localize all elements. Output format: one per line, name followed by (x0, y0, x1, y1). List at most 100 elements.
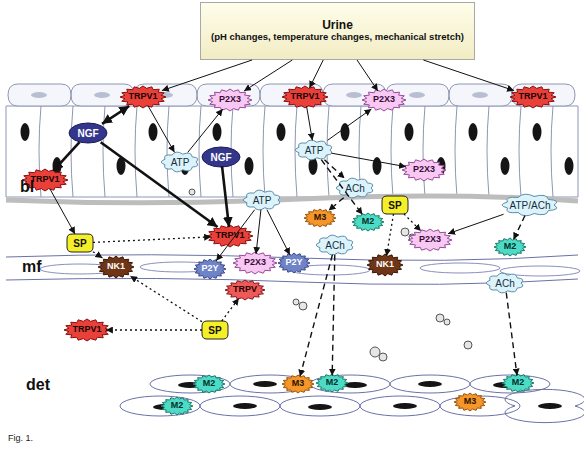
signal-arrow (357, 60, 378, 91)
node-shape (408, 229, 452, 251)
signal-arrow (387, 214, 394, 256)
signal-arrow (328, 109, 372, 140)
receptor-star: P2Y (278, 253, 310, 273)
receptor-star: NK1 (98, 256, 134, 278)
signal-arrow (93, 237, 211, 243)
node-label: P2X3 (373, 95, 395, 105)
node-label: ATP/ACh (510, 200, 551, 211)
node-shape (202, 321, 228, 339)
receptor-star: TRPV1 (207, 225, 253, 247)
node-shape (502, 374, 534, 392)
receptor-star: P2X3 (208, 89, 252, 111)
transmitter-cloud: ACh (335, 177, 375, 199)
node-shape (208, 89, 252, 111)
node-shape (98, 256, 134, 278)
signal-arrow (514, 216, 525, 240)
signal-arrow (300, 255, 332, 377)
node-label: M3 (314, 213, 327, 223)
vesicle (299, 302, 307, 310)
node-shape (336, 178, 373, 198)
node-body: (pH changes, temperature changes, mechan… (211, 32, 464, 42)
signal-arrow (324, 160, 344, 179)
vesicle (401, 228, 409, 236)
layer-label: mf (22, 258, 42, 276)
node-shape (202, 147, 240, 167)
vesicle (464, 341, 472, 349)
node-label: NK1 (376, 260, 394, 270)
signal-arrow (423, 60, 514, 91)
node-label: NGF (77, 128, 98, 139)
node-shape (304, 209, 336, 227)
growth-factor-oval: NGF (69, 123, 107, 143)
node-label: TRPV1 (290, 92, 319, 102)
figure-caption: Fig. 1. (8, 433, 33, 443)
vesicle (436, 314, 444, 322)
signal-arrow (332, 153, 406, 167)
vesicle (444, 319, 450, 325)
node-label: P2X3 (244, 258, 266, 268)
node-shape (486, 273, 523, 293)
receptor-star: P2X3 (408, 229, 452, 251)
signal-arrow (162, 60, 252, 91)
receptor-star: P2X3 (402, 159, 446, 181)
stimulus-box: Urine(pH changes, temperature changes, m… (200, 2, 475, 60)
node-label: TRPV (233, 285, 257, 295)
node-label: NGF (210, 152, 231, 163)
node-label: M2 (326, 378, 339, 388)
node-shape (382, 196, 408, 214)
vesicle (370, 347, 380, 357)
node-shape (316, 374, 348, 392)
node-label: TRPV1 (72, 325, 101, 335)
node-shape (193, 375, 225, 393)
node-label: P2Y (285, 258, 302, 268)
node-shape (282, 375, 314, 393)
receptor-star: M2 (161, 397, 193, 415)
urothelial-nuclei (21, 123, 574, 175)
node-label: P2X3 (219, 95, 241, 105)
node-label: TRPV1 (215, 231, 244, 241)
node-label: ACh (345, 183, 364, 194)
transmitter-cloud: ACh (485, 272, 525, 294)
transmitter-cloud: ATP (242, 189, 282, 211)
node-shape (225, 280, 265, 300)
node-label: Urine (322, 19, 353, 32)
node-shape (352, 213, 384, 231)
signal-arrow (101, 142, 218, 227)
signal-arrow (329, 198, 344, 211)
receptor-star: M2 (502, 374, 534, 392)
receptor-star: M3 (304, 209, 336, 227)
node-label: ACh (495, 278, 514, 289)
node-label: SP (388, 200, 401, 211)
receptor-star: TRPV1 (64, 319, 110, 341)
signal-arrow (309, 60, 323, 88)
node-shape (67, 234, 93, 252)
receptor-star: P2Y (194, 259, 226, 279)
signal-arrow (332, 255, 335, 376)
basement-membrane (6, 196, 578, 203)
layer-label: det (26, 376, 50, 394)
node-shape (161, 152, 198, 172)
node-label: TRPV1 (518, 92, 547, 102)
node-label: M2 (512, 378, 525, 388)
node-shape (278, 253, 310, 273)
node-label: P2Y (201, 264, 218, 274)
neuropeptide-tag: SP (202, 321, 228, 339)
node-shape (454, 393, 486, 411)
growth-factor-oval: NGF (202, 147, 240, 167)
node-shape (295, 140, 332, 160)
transmitter-cloud: ATP (294, 139, 334, 161)
receptor-star: TRPV1 (120, 86, 166, 108)
node-shape (510, 86, 556, 108)
receptor-star: P2X3 (233, 252, 277, 274)
signal-arrow (267, 210, 290, 255)
node-shape (64, 319, 110, 341)
node-shape (243, 190, 280, 210)
node-shape (502, 194, 557, 216)
neuropeptide-tag: SP (67, 234, 93, 252)
node-shape (494, 238, 526, 256)
node-label: TRPV1 (128, 92, 157, 102)
node-label: ATP (171, 157, 190, 168)
node-shape (402, 159, 446, 181)
node-label: ATP (253, 195, 272, 206)
